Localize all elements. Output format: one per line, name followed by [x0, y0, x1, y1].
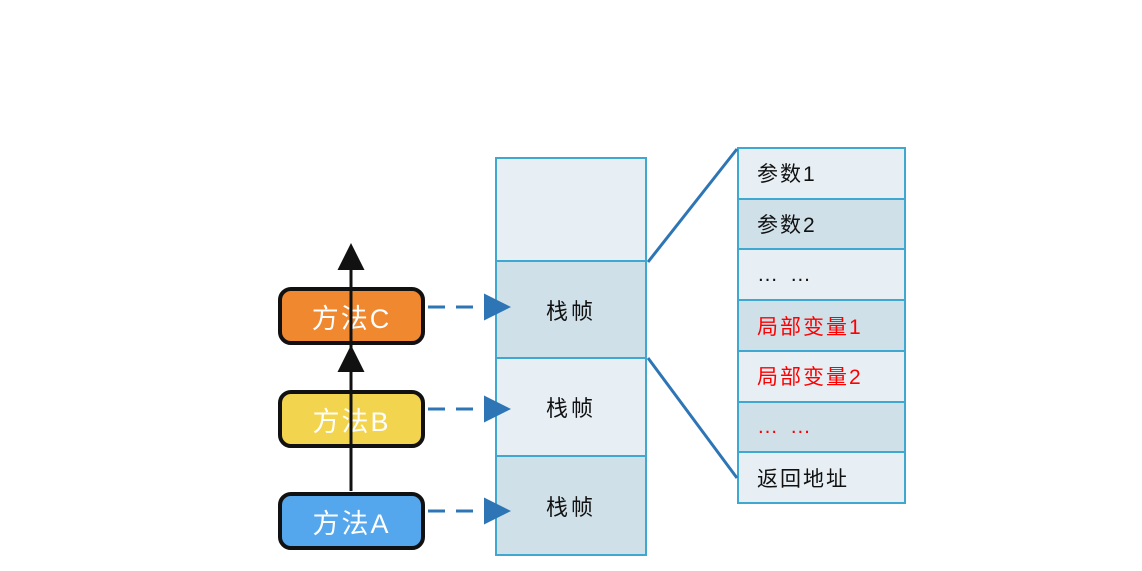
stack-frame-detail-panel: 参数1 参数2 … … 局部变量1 局部变量2 … … 返回地址	[737, 147, 906, 504]
stack-cell-empty	[497, 159, 645, 262]
detail-row-localvar-2-label: 局部变量2	[757, 366, 863, 390]
stack-cell-frame-2: 栈帧	[497, 359, 645, 457]
method-box-a: 方法A	[278, 492, 425, 550]
detail-row-param-1-label: 参数1	[757, 163, 817, 187]
stack-cell-frame-1-label: 栈帧	[545, 298, 596, 324]
method-box-a-label: 方法A	[312, 508, 391, 539]
detail-row-param-2-label: 参数2	[757, 214, 817, 238]
stack-cell-frame-3: 栈帧	[497, 457, 645, 554]
leader-line-bottom	[646, 357, 739, 479]
detail-row-return-address-label: 返回地址	[757, 467, 849, 491]
leader-line-top	[646, 148, 739, 263]
method-box-b: 方法B	[278, 390, 425, 448]
detail-row-param-2: 参数2	[739, 199, 904, 251]
method-box-c: 方法C	[278, 287, 425, 345]
stack-cell-frame-1: 栈帧	[497, 262, 645, 359]
detail-row-param-ellipsis: … …	[739, 250, 904, 302]
detail-row-localvar-ellipsis: … …	[739, 402, 904, 454]
stack-column: 栈帧 栈帧 栈帧	[495, 157, 647, 556]
detail-row-param-1: 参数1	[739, 149, 904, 200]
method-box-c-label: 方法C	[311, 303, 392, 334]
detail-row-param-ellipsis-label: … …	[757, 262, 814, 286]
detail-row-localvar-ellipsis-label: … …	[757, 414, 814, 438]
detail-row-localvar-2: 局部变量2	[739, 351, 904, 403]
method-box-b-label: 方法B	[312, 406, 391, 437]
detail-row-return-address: 返回地址	[739, 453, 904, 503]
detail-row-localvar-1: 局部变量1	[739, 301, 904, 352]
stack-cell-frame-3-label: 栈帧	[545, 494, 596, 520]
stack-cell-frame-2-label: 栈帧	[545, 396, 596, 421]
detail-row-localvar-1-label: 局部变量1	[757, 315, 863, 339]
